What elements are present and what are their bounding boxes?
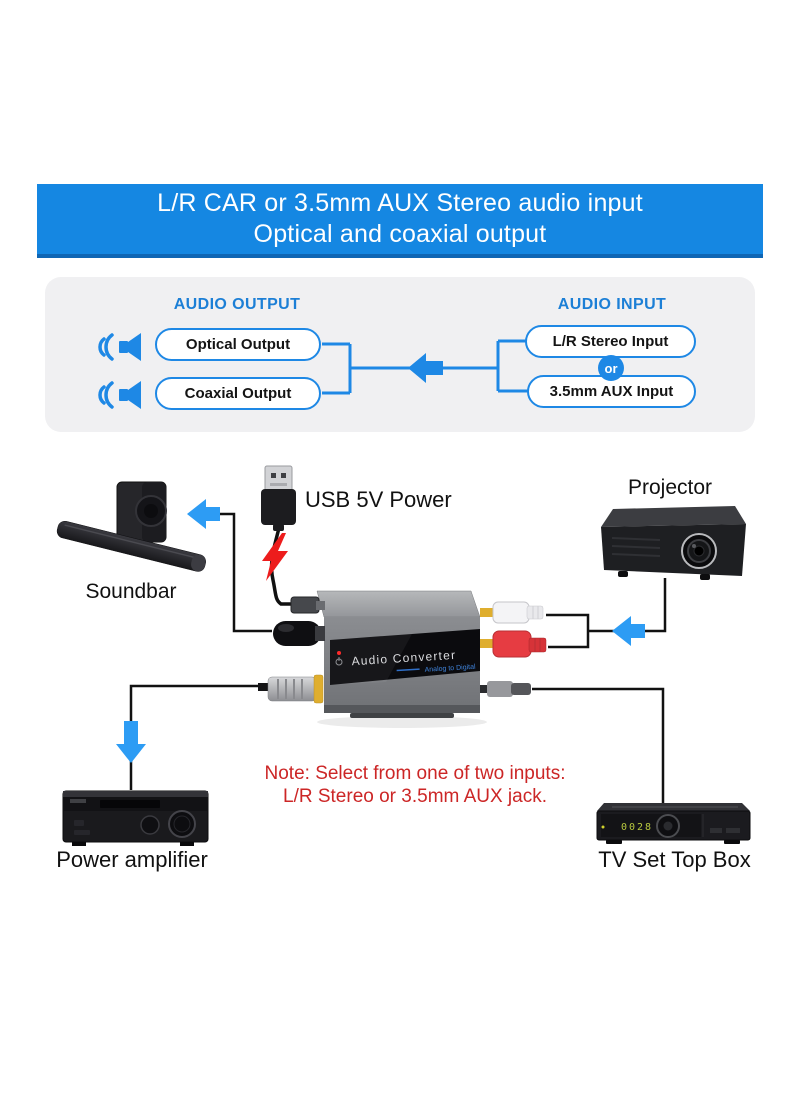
tv-set-top-box-label: TV Set Top Box [598, 847, 751, 872]
tv-set-top-box-illustration: 0028 [596, 803, 751, 844]
speaker-icon [98, 381, 141, 409]
coaxial-plug [258, 674, 324, 704]
lr-stereo-input-pill: L/R Stereo Input [525, 325, 696, 358]
or-badge: or [598, 355, 624, 381]
audio-output-header: AUDIO OUTPUT [173, 296, 301, 313]
aux-plug [480, 681, 531, 697]
power-amplifier-illustration [62, 790, 209, 846]
soundbar-illustration [56, 481, 207, 572]
usb-power-label: USB 5V Power [305, 487, 452, 512]
arrow-to-soundbar-icon [187, 499, 220, 529]
projector-label: Projector [627, 476, 713, 499]
projector-illustration [601, 506, 746, 580]
audio-input-header: AUDIO INPUT [557, 296, 667, 313]
usb-plug-illustration [261, 465, 296, 531]
micro-usb-plug [290, 596, 325, 614]
banner-line1: L/R CAR or 3.5mm AUX Stereo audio input [157, 189, 643, 217]
tv-display-digits: 0028 [621, 822, 653, 833]
power-amplifier-label: Power amplifier [56, 847, 208, 872]
optical-plug [273, 621, 325, 646]
io-panel: AUDIO OUTPUT AUDIO INPUT Optical Output … [45, 277, 755, 432]
coaxial-output-pill: Coaxial Output [155, 377, 321, 410]
panel-connector-art [98, 333, 529, 409]
note-line1: Note: Select from one of two inputs: [264, 763, 566, 784]
power-led [337, 651, 341, 655]
connection-diagram: Audio Converter Analog to Digital [0, 440, 800, 896]
flow-arrow-left-icon [408, 353, 443, 383]
soundbar-label: Soundbar [85, 580, 177, 603]
banner-line2: Optical and coaxial output [253, 220, 547, 248]
red-rca-plug [480, 630, 547, 658]
speaker-icon [98, 333, 141, 361]
note-line2: L/R Stereo or 3.5mm AUX jack. [283, 786, 547, 807]
white-rca-plug [480, 601, 544, 624]
banner: L/R CAR or 3.5mm AUX Stereo audio input … [37, 184, 763, 258]
note-text: Note: Select from one of two inputs: L/R… [240, 762, 590, 808]
lightning-bolt-icon [262, 533, 288, 581]
arrow-from-projector-icon [612, 616, 645, 646]
optical-output-pill: Optical Output [155, 328, 321, 361]
converter-subtitle: Analog to Digital [424, 664, 476, 674]
converter-title: Audio Converter [351, 648, 456, 668]
arrow-to-amplifier-icon [116, 721, 146, 763]
audio-converter-illustration: Audio Converter Analog to Digital [316, 590, 487, 728]
connection-wires [129, 512, 667, 806]
diagram-art: Audio Converter Analog to Digital [56, 465, 751, 846]
